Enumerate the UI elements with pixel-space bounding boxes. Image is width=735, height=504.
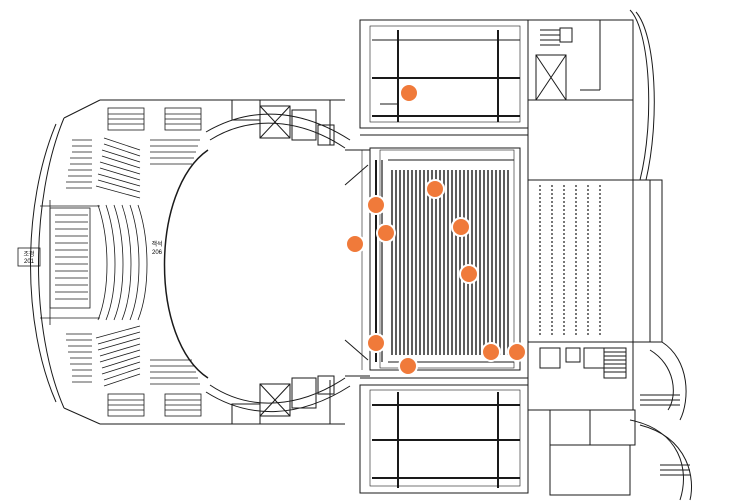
marker[interactable] — [398, 356, 418, 376]
marker[interactable] — [451, 217, 471, 237]
lower-right-service-area — [527, 341, 693, 501]
main-stage — [361, 147, 521, 371]
marker[interactable] — [376, 223, 396, 243]
upper-right-service-area — [527, 9, 662, 181]
marker[interactable] — [366, 195, 386, 215]
control-room-name: 조정 — [23, 251, 34, 258]
marker[interactable] — [507, 342, 527, 362]
side-stage-right — [527, 179, 663, 343]
auditorium-number: 206 — [152, 250, 163, 256]
lower-stage-block — [359, 377, 529, 494]
auditorium-name: 객석 — [151, 240, 162, 248]
control-room-label: 조정 201 — [17, 247, 41, 267]
control-room-number: 201 — [24, 259, 35, 265]
marker[interactable] — [481, 342, 501, 362]
seating-lower — [66, 325, 202, 417]
upper-stage-block — [359, 19, 529, 136]
auditorium-label: 객석 206 — [151, 240, 162, 256]
marker-group — [345, 83, 527, 376]
marker[interactable] — [425, 179, 445, 199]
marker[interactable] — [459, 264, 479, 284]
seating-upper — [66, 107, 202, 199]
marker[interactable] — [345, 234, 365, 254]
seating-middle — [40, 200, 148, 325]
auditorium-walls — [30, 99, 370, 425]
marker[interactable] — [399, 83, 419, 103]
marker[interactable] — [366, 333, 386, 353]
